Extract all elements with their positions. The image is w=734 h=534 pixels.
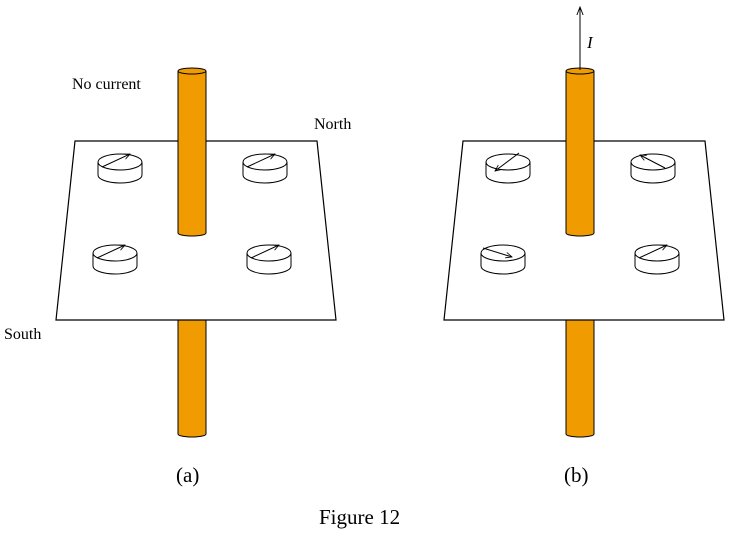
compass-needle-southeast: [482, 247, 512, 257]
compass: [634, 244, 680, 275]
north-label: North: [314, 116, 351, 133]
compass-needle-northeast: [246, 153, 275, 168]
compass-needle-southwest: [495, 152, 520, 171]
compass-face: [92, 244, 138, 262]
compass-face: [480, 244, 526, 262]
compass: [630, 153, 676, 184]
panel-b-label: (b): [564, 463, 589, 487]
compass-needle-northeast: [250, 244, 279, 259]
compass: [485, 152, 531, 184]
panel-a-label: (a): [176, 463, 199, 487]
compass: [242, 153, 288, 184]
compass-needle-northeast: [638, 244, 667, 259]
compass-face: [246, 244, 292, 262]
compass-face: [634, 244, 680, 262]
panel-a: No current North South (a): [4, 67, 351, 487]
rod-lower-b: [565, 320, 595, 438]
compass: [480, 244, 526, 275]
compass-needle-northwest: [640, 155, 666, 169]
rod-lower-a: [177, 320, 207, 438]
current-label: I: [586, 33, 594, 52]
compass: [246, 244, 292, 275]
compass-face: [97, 153, 143, 171]
compass-needle-northeast: [96, 244, 125, 259]
figure-caption: Figure 12: [319, 505, 400, 529]
compass: [92, 244, 138, 275]
rod-upper-a: [177, 67, 207, 237]
compass-face: [485, 153, 531, 171]
compass: [97, 153, 143, 184]
no-current-label: No current: [72, 76, 141, 93]
panel-b: I (b): [443, 7, 725, 487]
south-label: South: [4, 326, 41, 343]
compass-needle-northeast: [101, 153, 130, 168]
compass-face: [242, 153, 288, 171]
rod-upper-b: [565, 67, 595, 237]
